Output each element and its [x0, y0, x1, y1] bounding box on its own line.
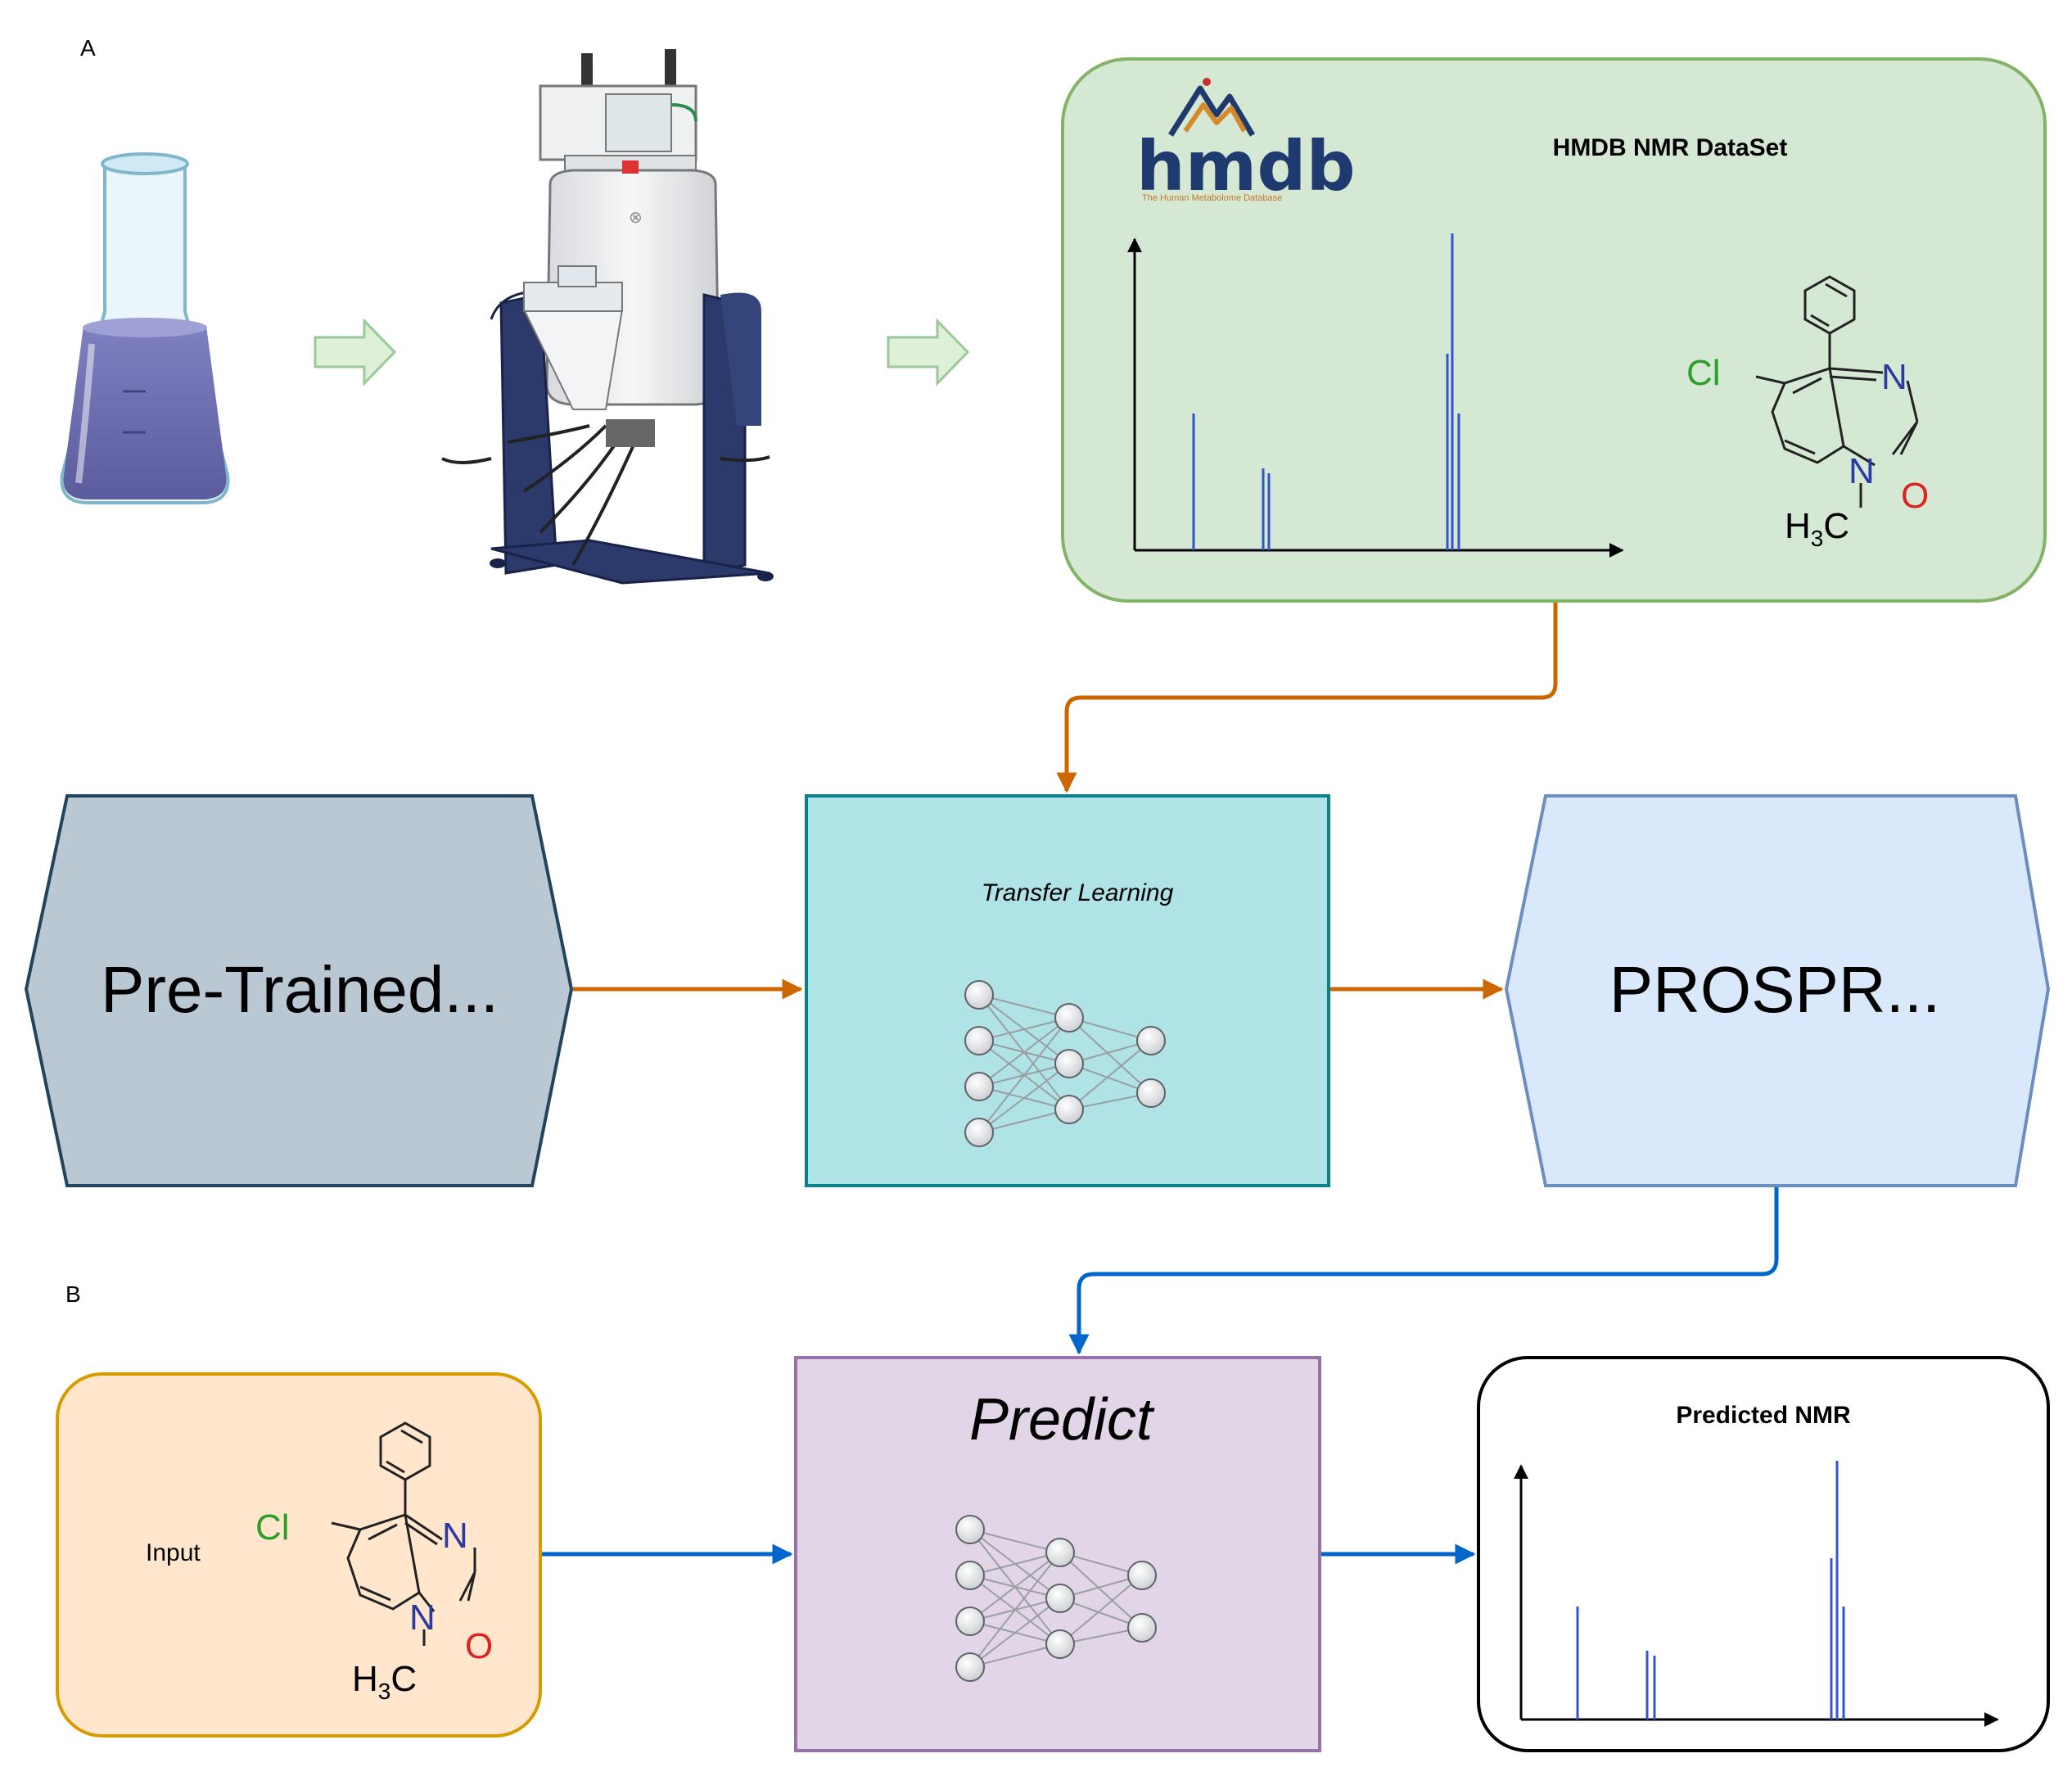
- nn-node: [964, 1072, 994, 1101]
- green-arrow-1: [314, 318, 397, 386]
- nn-edge: [969, 1552, 1061, 1576]
- neural-network-icon: [955, 1515, 1157, 1682]
- nn-node: [1054, 1095, 1084, 1124]
- nn-edge: [1068, 1040, 1152, 1110]
- panel-b-label: B: [65, 1281, 81, 1307]
- prospr-model-shape: [1504, 794, 2051, 1187]
- hmdb-logo-subtitle: The Human Metabolome Database: [1142, 193, 1282, 203]
- atom-n-top: N: [1881, 357, 1907, 397]
- nn-edge: [1068, 1017, 1152, 1094]
- atom-n-bottom: N: [409, 1597, 436, 1638]
- nmr-spectrometer-illustration: ⊗: [441, 49, 774, 585]
- nn-node: [1054, 1003, 1084, 1033]
- nn-node: [1045, 1538, 1075, 1567]
- atom-cl: Cl: [255, 1507, 290, 1548]
- prospr-to-predict-arrow: [1068, 1187, 1779, 1355]
- atom-o: O: [465, 1626, 493, 1666]
- nn-node: [1045, 1584, 1075, 1613]
- diazepam-molecule-input: Cl N N O H3C: [255, 1421, 493, 1704]
- nn-edge: [978, 1017, 1070, 1042]
- atom-n-bottom: N: [1849, 451, 1875, 491]
- predicted-spectrum: [1514, 1461, 1999, 1727]
- nn-node: [1054, 1049, 1084, 1078]
- nn-edge: [978, 1063, 1070, 1133]
- input-box: [56, 1372, 542, 1738]
- neural-network-icon: [964, 980, 1166, 1147]
- nn-edge: [1059, 1552, 1143, 1629]
- nn-node: [1045, 1629, 1075, 1659]
- predict-label: Predict: [969, 1387, 1155, 1453]
- pretrained-model-shape: [24, 794, 574, 1187]
- nn-edge: [978, 994, 1070, 1019]
- nn-node: [955, 1652, 985, 1682]
- diazepam-molecule-dataset: Cl N N O H3C: [1686, 275, 1929, 551]
- nn-edge: [969, 1597, 1061, 1668]
- nn-edge: [978, 1017, 1070, 1133]
- nn-node: [964, 1026, 994, 1055]
- nn-edge: [969, 1552, 1061, 1622]
- nn-node: [955, 1561, 985, 1590]
- nn-node: [1136, 1078, 1166, 1108]
- nn-node: [1127, 1613, 1157, 1643]
- flask-illustration: [60, 152, 230, 504]
- nn-edge: [978, 1109, 1070, 1133]
- nn-edge: [978, 1017, 1070, 1087]
- atom-ch3: H3C: [1785, 506, 1849, 551]
- hmdb-dataset-title: HMDB NMR DataSet: [1553, 134, 1788, 161]
- green-arrow-2: [887, 318, 970, 386]
- atom-o: O: [1901, 476, 1929, 516]
- atom-n-top: N: [442, 1516, 468, 1556]
- nn-node: [1127, 1561, 1157, 1590]
- pretrained-model-label: Pre-Trained...: [101, 953, 499, 1026]
- nn-node: [1136, 1026, 1166, 1055]
- nn-node: [964, 980, 994, 1010]
- nn-edge: [969, 1552, 1061, 1668]
- hmdb-dataset-box: [1061, 57, 2047, 603]
- hmdb-logo-text: hmdb: [1136, 126, 1356, 206]
- atom-ch3: H3C: [352, 1659, 417, 1704]
- prospr-model-label: PROSPR...: [1609, 953, 1941, 1026]
- hmdb-spectrum: [1127, 233, 1624, 558]
- predicted-nmr-title: Predicted NMR: [1676, 1402, 1851, 1429]
- nn-node: [964, 1118, 994, 1147]
- transfer-learning-box: [805, 794, 1330, 1187]
- dataset-to-transfer-arrow: [1056, 603, 1558, 793]
- nn-node: [955, 1515, 985, 1544]
- nn-edge: [969, 1643, 1061, 1668]
- panel-a-label: A: [80, 35, 96, 61]
- nn-edge: [969, 1529, 1061, 1553]
- nn-edge: [1059, 1575, 1143, 1645]
- input-label: Input: [146, 1539, 201, 1566]
- predicted-nmr-box: [1477, 1356, 2050, 1752]
- nn-node: [955, 1607, 985, 1636]
- transfer-learning-label: Transfer Learning: [982, 879, 1174, 906]
- svg-text:⊗: ⊗: [629, 209, 643, 227]
- hmdb-logo: hmdb The Human Metabolome Database: [1136, 78, 1356, 206]
- atom-cl: Cl: [1686, 353, 1721, 393]
